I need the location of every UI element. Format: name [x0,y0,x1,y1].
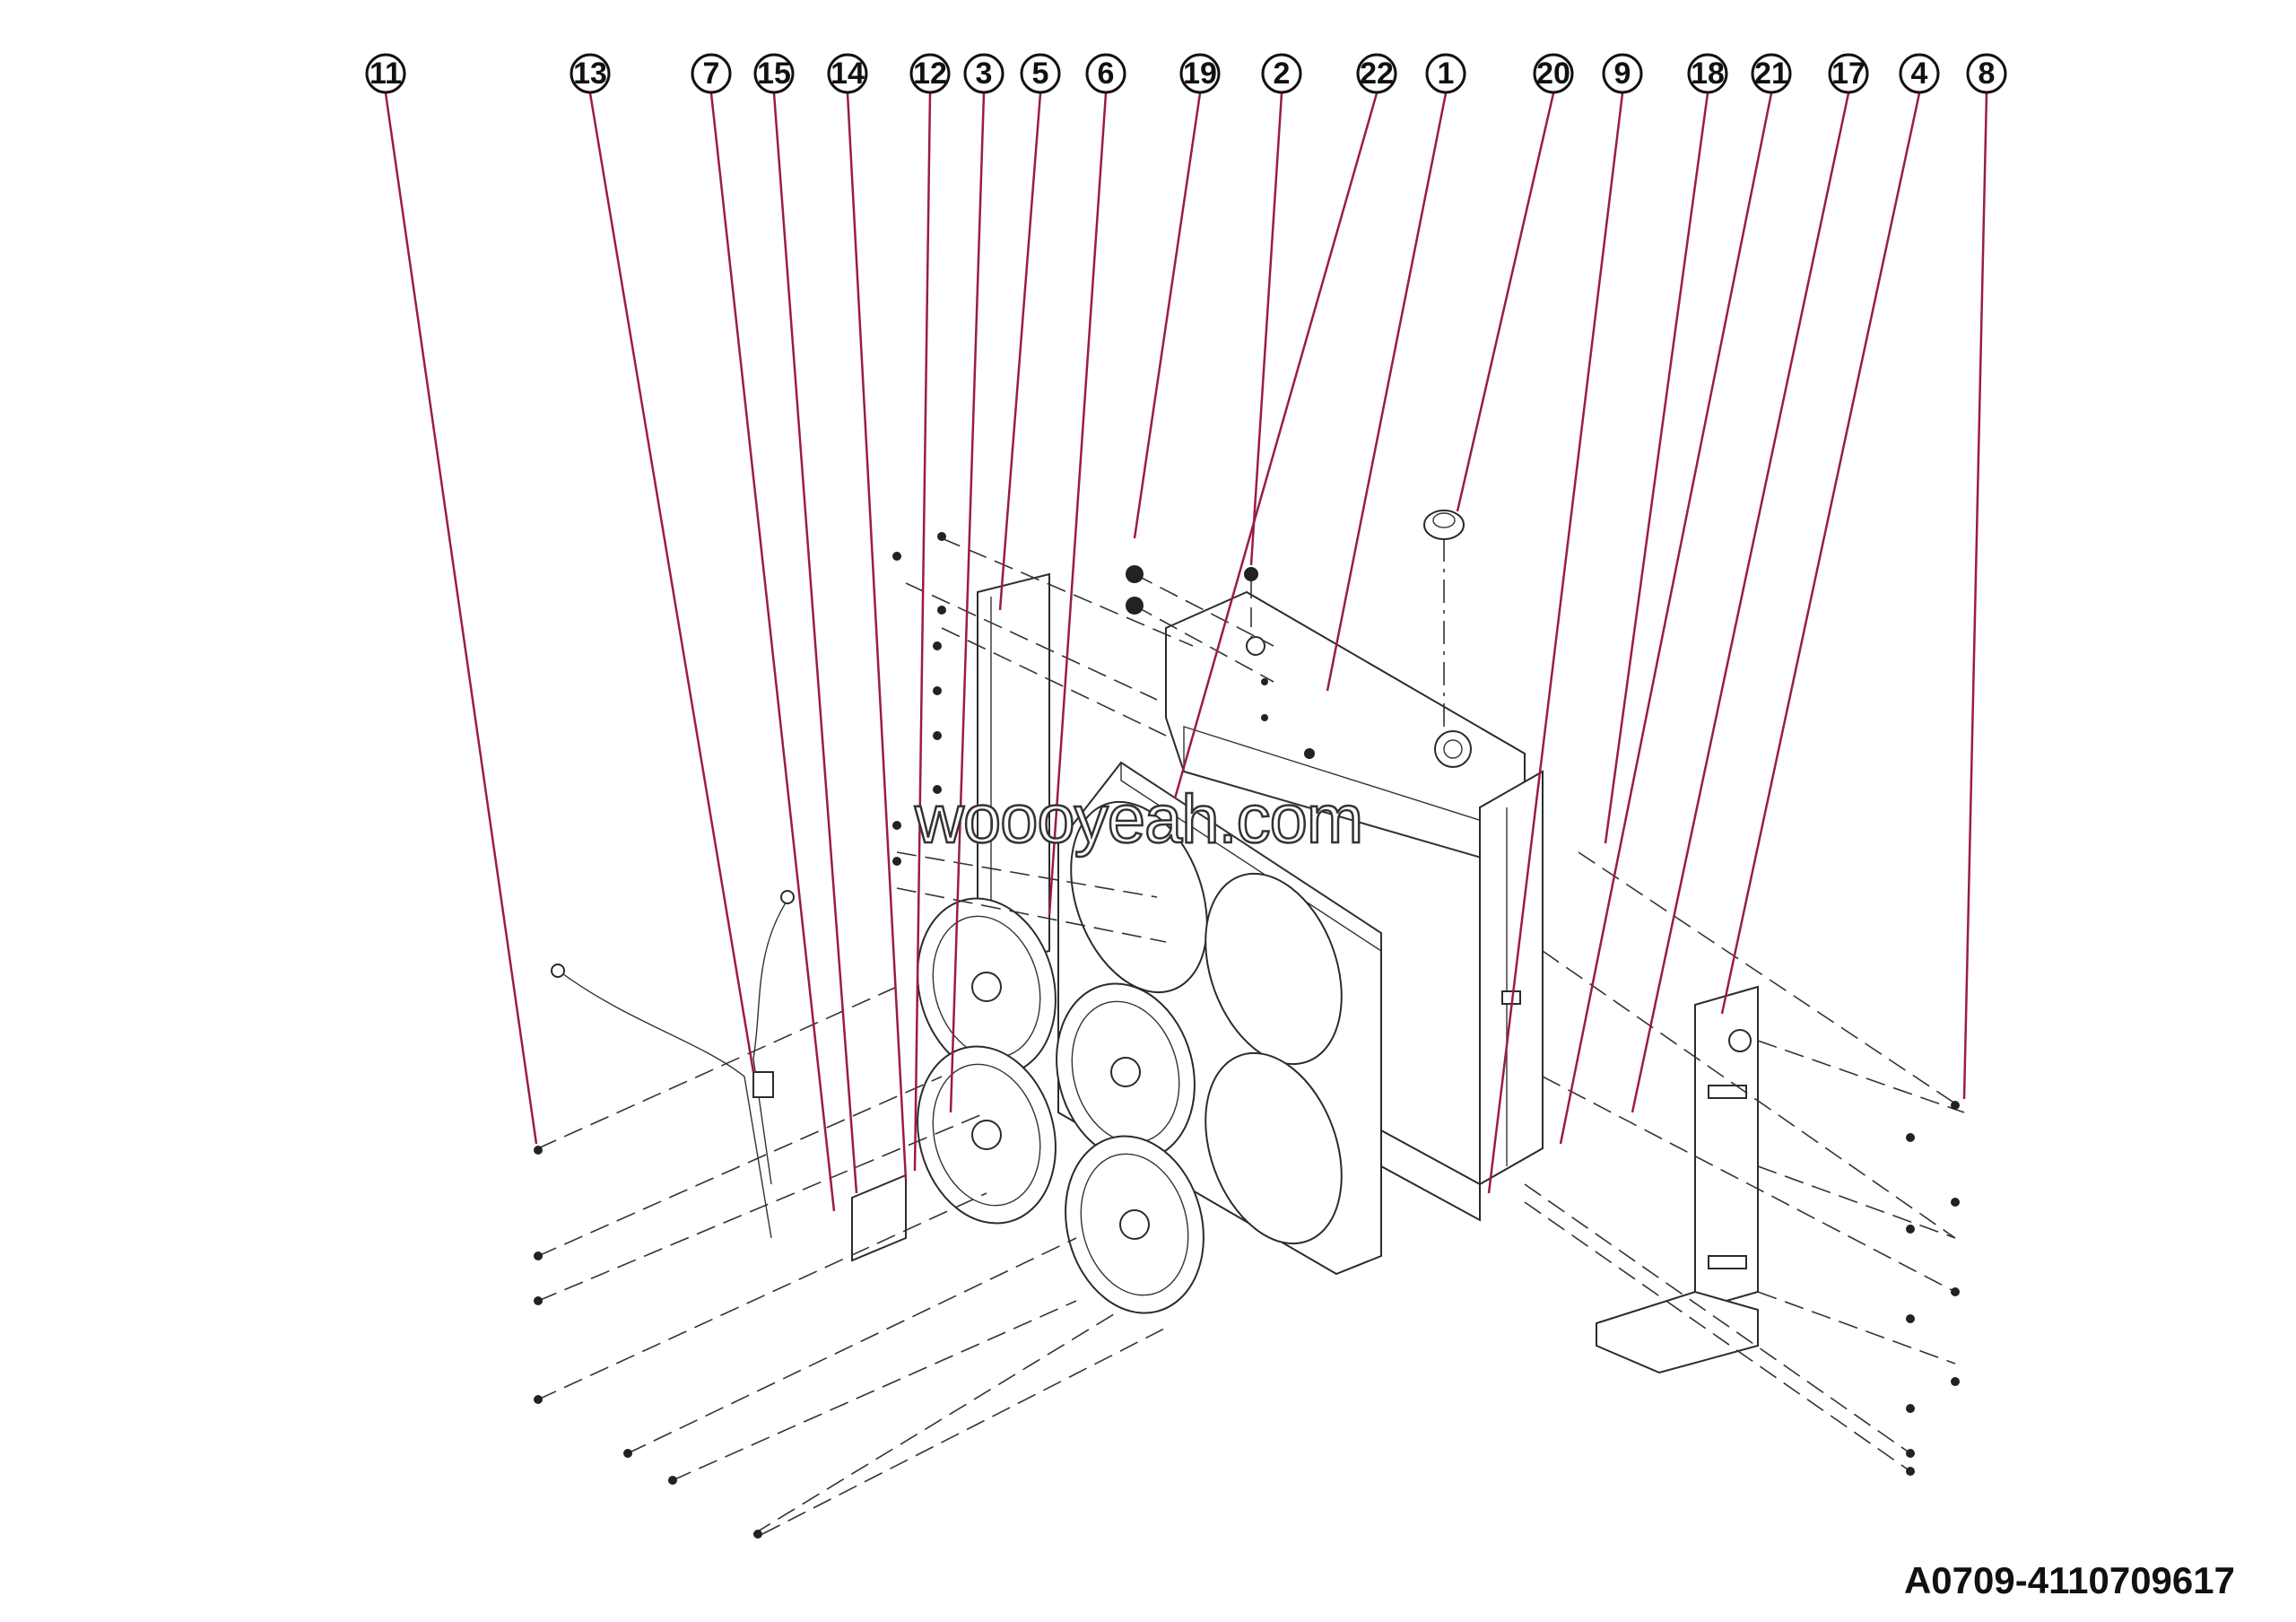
callout-1: 1 [1425,53,1466,94]
svg-text:7: 7 [703,57,720,91]
callout-2: 2 [1261,53,1302,94]
callout-22: 22 [1356,53,1397,94]
callout-11: 11 [365,53,406,94]
wire-harness [551,890,795,1239]
svg-text:4: 4 [1911,57,1928,91]
svg-text:14: 14 [831,57,865,91]
svg-text:19: 19 [1183,57,1217,91]
callout-18: 18 [1687,53,1728,94]
assembly-lines [537,537,1965,1535]
filler-cap [1423,510,1465,731]
callout-9: 9 [1602,53,1643,94]
svg-text:12: 12 [913,57,947,91]
small-bracket [851,1173,907,1262]
callout-7: 7 [691,53,732,94]
fan-lower-left [917,1045,1057,1225]
callout-3: 3 [963,53,1004,94]
parts-drawing [534,510,1965,1539]
watermark-text: woooyeah.com [914,780,1365,859]
svg-text:8: 8 [1979,57,1996,91]
svg-text:21: 21 [1754,57,1788,91]
fan-lower-right [1065,1135,1205,1314]
svg-text:2: 2 [1274,57,1291,91]
drawing-number: A0709-4110709617 [1903,1559,2235,1601]
callout-6: 6 [1085,53,1126,94]
right-support-bracket [1596,985,1759,1374]
callout-19: 19 [1179,53,1221,94]
leader-lines [384,92,1988,1212]
callout-4: 4 [1899,53,1940,94]
svg-text:18: 18 [1691,57,1725,91]
bolts [534,532,1960,1539]
left-mounting-plate [977,572,1050,971]
callout-15: 15 [753,53,795,94]
svg-text:13: 13 [573,57,607,91]
svg-text:6: 6 [1098,57,1115,91]
callout-12: 12 [909,53,951,94]
callout-20: 20 [1533,53,1574,94]
svg-text:15: 15 [757,57,791,91]
svg-text:3: 3 [976,57,993,91]
svg-text:9: 9 [1614,57,1631,91]
callout-13: 13 [570,53,611,94]
callout-5: 5 [1020,53,1061,94]
callout-21: 21 [1751,53,1792,94]
svg-text:22: 22 [1360,57,1394,91]
svg-text:1: 1 [1438,57,1455,91]
svg-text:11: 11 [370,57,402,91]
svg-text:17: 17 [1831,57,1866,91]
callouts: 11 13 7 15 14 12 3 5 [365,53,2007,94]
svg-text:5: 5 [1032,57,1049,91]
callout-8: 8 [1966,53,2007,94]
svg-text:20: 20 [1536,57,1570,91]
callout-17: 17 [1828,53,1869,94]
callout-14: 14 [827,53,868,94]
